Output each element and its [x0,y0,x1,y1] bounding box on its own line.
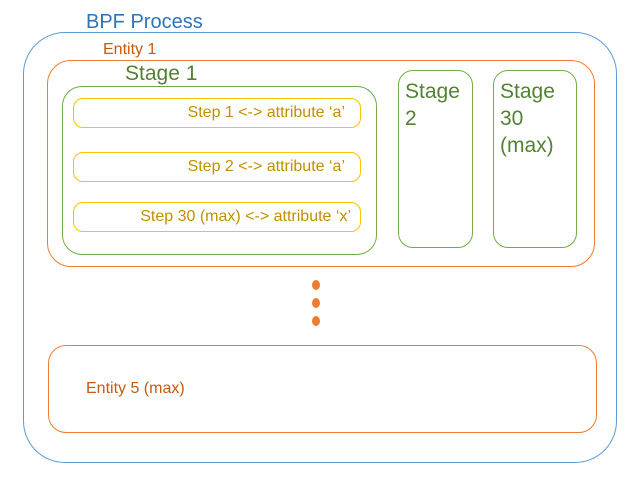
entity-1-container [47,60,595,267]
stage-1-label: Stage 1 [125,62,198,85]
entity-5-label: Entity 5 (max) [86,380,185,397]
ellipsis-dot [312,280,320,290]
step-2-box: Step 2 <-> attribute ‘a’ [73,152,361,182]
bpf-process-title: BPF Process [86,11,203,33]
step-1-box: Step 1 <-> attribute ‘a’ [73,98,361,128]
entity-5-container: Entity 5 (max) [48,345,597,433]
stage-2-box: Stage 2 [398,70,473,248]
step-30-box: Step 30 (max) <-> attribute ‘x’ [73,202,361,232]
ellipsis-dot [312,298,320,308]
stage-1-container [62,86,377,255]
ellipsis-dot [312,316,320,326]
bpf-process-container [23,32,617,463]
entity-1-label: Entity 1 [103,41,157,58]
stage-30-box: Stage 30 (max) [493,70,577,248]
